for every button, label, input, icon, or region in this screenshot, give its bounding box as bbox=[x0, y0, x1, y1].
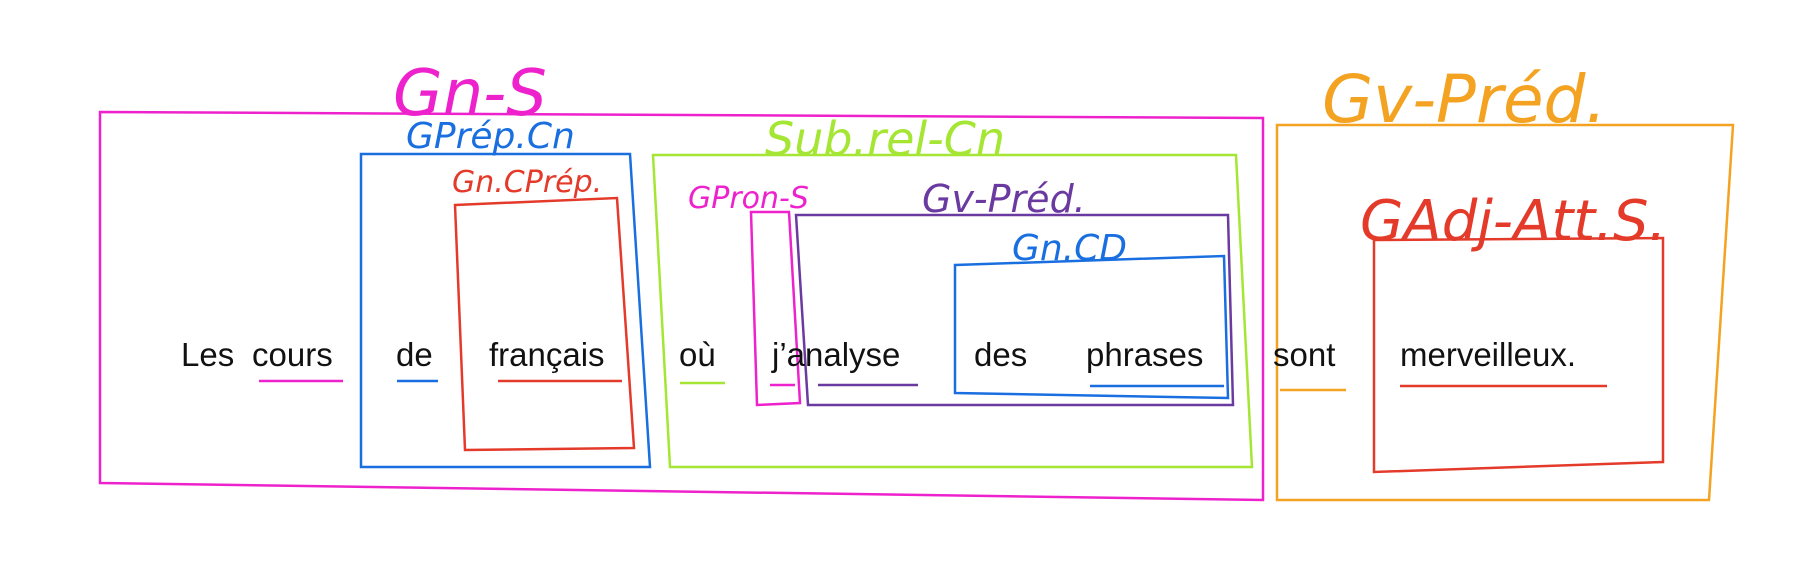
word-phrases: phrases bbox=[1086, 336, 1203, 373]
word-cours: cours bbox=[252, 336, 333, 373]
gpron-s-label: GPron-S bbox=[688, 181, 809, 216]
gv-pred-inner-box bbox=[794, 213, 1235, 407]
word-les: Les bbox=[181, 336, 234, 373]
gpron-s-box bbox=[749, 210, 802, 407]
gv-pred-outer-label: Gv-Préd. bbox=[1322, 61, 1606, 138]
gprep-cn-label: GPrép.Cn bbox=[406, 116, 575, 157]
word-des: des bbox=[974, 336, 1027, 373]
gadj-att-s-label: GAdj-Att.S. bbox=[1360, 189, 1666, 254]
gadj-att-s-box bbox=[1372, 236, 1665, 474]
gv-pred-inner-label: Gv-Préd. bbox=[922, 177, 1086, 221]
gn-s-box bbox=[98, 110, 1265, 502]
sub-rel-cn-box bbox=[651, 153, 1254, 469]
word-de: de bbox=[396, 336, 433, 373]
gn-cprep-label: Gn.CPrép. bbox=[452, 165, 602, 200]
gn-cd-label: Gn.CD bbox=[1012, 228, 1127, 269]
word-francais: français bbox=[489, 336, 605, 373]
word-janalyse: j’analyse bbox=[771, 336, 900, 373]
word-ou: où bbox=[679, 336, 716, 373]
gn-cprep-box bbox=[453, 196, 636, 452]
gn-s-label: Gn-S bbox=[393, 57, 547, 131]
gv-pred-outer-box bbox=[1275, 123, 1735, 502]
word-sont: sont bbox=[1273, 336, 1335, 373]
word-merveilleux: merveilleux. bbox=[1400, 336, 1576, 373]
gprep-cn-box bbox=[359, 152, 652, 469]
gn-cd-box bbox=[953, 254, 1230, 400]
sub-rel-cn-label: Sub.rel-Cn bbox=[765, 112, 1005, 166]
